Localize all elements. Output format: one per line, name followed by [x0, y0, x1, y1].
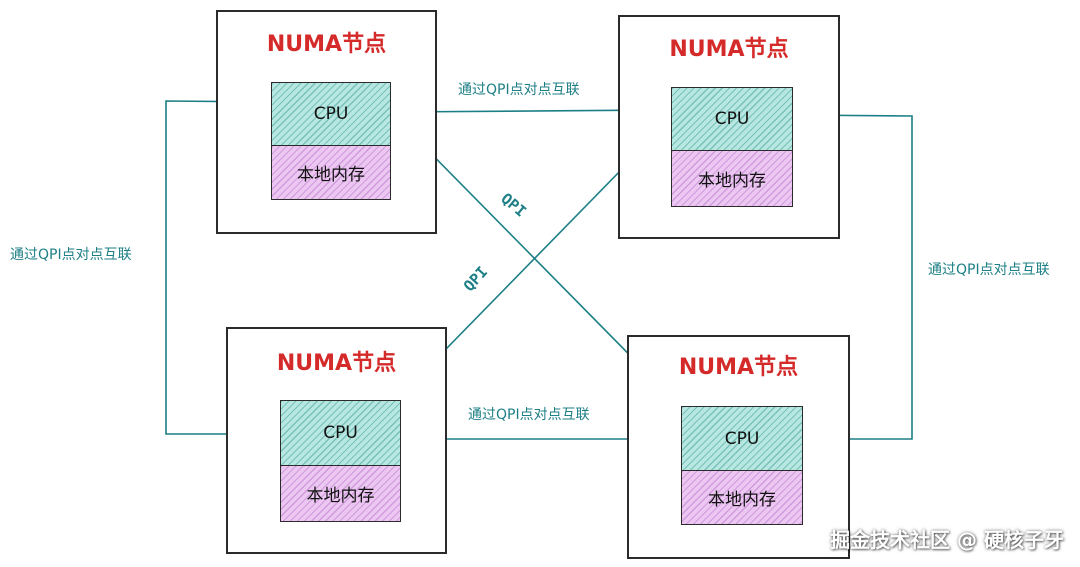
numa-node-2-title: NUMA节点 [669, 37, 789, 62]
numa-node-1-title: NUMA节点 [266, 32, 387, 57]
numa-node-1: NUMA节点 CPU 本地内存 [216, 10, 437, 234]
link-left-label: 通过QPI点对点互联 [10, 247, 132, 263]
link-top-label: 通过QPI点对点互联 [458, 82, 580, 98]
numa-node-3-title: NUMA节点 [276, 351, 397, 376]
numa-node-4-title: NUMA节点 [678, 355, 799, 380]
numa-node-2-memory: 本地内存 [671, 150, 793, 207]
link-right-label: 通过QPI点对点互联 [928, 262, 1050, 278]
numa-node-3: NUMA节点 CPU 本地内存 [226, 327, 447, 554]
watermark: 掘金技术社区 @ 硬核子牙 [830, 528, 1064, 552]
link-right-arrow [791, 114, 913, 446]
numa-node-1-cpu: CPU [271, 82, 391, 146]
numa-node-4-memory: 本地内存 [681, 470, 803, 525]
link-bottom-label: 通过QPI点对点互联 [468, 407, 590, 423]
numa-node-2-cpu: CPU [671, 87, 793, 151]
numa-node-2: NUMA节点 CPU 本地内存 [618, 15, 840, 239]
numa-node-4: NUMA节点 CPU 本地内存 [627, 335, 850, 559]
numa-node-3-cpu: CPU [280, 400, 401, 466]
numa-node-4-cpu: CPU [681, 406, 803, 471]
numa-node-1-memory: 本地内存 [271, 145, 391, 200]
numa-node-3-memory: 本地内存 [280, 465, 401, 522]
